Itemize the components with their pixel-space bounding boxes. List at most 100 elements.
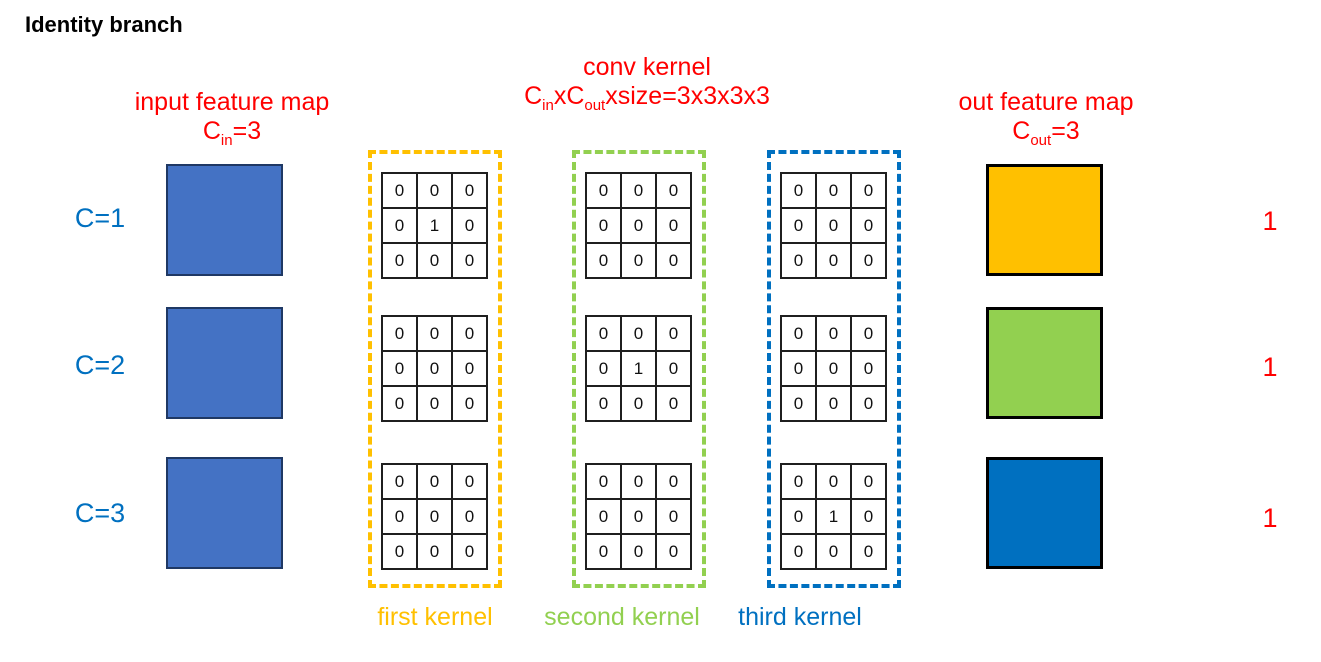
kernel-cell: 0 bbox=[852, 352, 887, 387]
kernel-cell: 0 bbox=[587, 209, 622, 244]
kernel-cell: 0 bbox=[817, 535, 852, 570]
channel-label-c3: C=3 bbox=[74, 498, 126, 528]
kernel-cell: 0 bbox=[622, 209, 657, 244]
kernel-cell: 0 bbox=[817, 352, 852, 387]
kernel-cell: 0 bbox=[587, 174, 622, 209]
kernel-cell: 1 bbox=[622, 352, 657, 387]
kernel-cell: 0 bbox=[622, 244, 657, 279]
out-header-line1: out feature map bbox=[958, 88, 1134, 116]
kernel-cell: 0 bbox=[587, 387, 622, 422]
kernel-cell: 0 bbox=[453, 209, 488, 244]
kernel-cell: 0 bbox=[622, 317, 657, 352]
kernel-cell: 0 bbox=[657, 174, 692, 209]
kernel-cell: 0 bbox=[852, 209, 887, 244]
kernel-cell: 0 bbox=[782, 500, 817, 535]
kernel-cell: 0 bbox=[383, 465, 418, 500]
kernel-cell: 0 bbox=[383, 387, 418, 422]
kernel-cell: 0 bbox=[418, 244, 453, 279]
second-kernel-label: second kernel bbox=[544, 603, 700, 631]
kernel-cell: 0 bbox=[657, 465, 692, 500]
kernel-cell: 0 bbox=[782, 174, 817, 209]
kernel-cell: 0 bbox=[782, 317, 817, 352]
input-feature-map-header: input feature map Cin=3 bbox=[122, 88, 342, 149]
input-feature-map-c2 bbox=[166, 307, 283, 419]
kernel-cell: 1 bbox=[817, 500, 852, 535]
kernel-cell: 1 bbox=[418, 209, 453, 244]
kernel-cell: 0 bbox=[587, 244, 622, 279]
kernel-cell: 0 bbox=[622, 174, 657, 209]
kernel-cell: 0 bbox=[852, 244, 887, 279]
result-value-c3: 1 bbox=[1262, 503, 1278, 533]
kernel-cell: 0 bbox=[383, 500, 418, 535]
kernel-cell: 0 bbox=[383, 317, 418, 352]
kernel-cell: 0 bbox=[418, 465, 453, 500]
kernel-cell: 0 bbox=[622, 465, 657, 500]
second-kernel-box bbox=[572, 150, 706, 588]
first-kernel-label: first kernel bbox=[377, 603, 493, 631]
kernel-cell: 0 bbox=[657, 500, 692, 535]
kernel-cell: 0 bbox=[587, 317, 622, 352]
kernel-cell: 0 bbox=[418, 500, 453, 535]
kernel-cell: 0 bbox=[782, 465, 817, 500]
out-feature-map-c3 bbox=[986, 457, 1103, 569]
kernel-cell: 0 bbox=[782, 387, 817, 422]
kernel-cell: 0 bbox=[657, 387, 692, 422]
kernel-cell: 0 bbox=[587, 465, 622, 500]
conv-kernel-header: conv kernel CinxCoutxsize=3x3x3x3 bbox=[497, 53, 797, 114]
kernel-cell: 0 bbox=[852, 500, 887, 535]
kernel-cell: 0 bbox=[418, 317, 453, 352]
kernel-cell: 0 bbox=[852, 535, 887, 570]
input-feature-map-c1 bbox=[166, 164, 283, 276]
channel-label-c1: C=1 bbox=[74, 203, 126, 233]
input-header-line1: input feature map bbox=[134, 88, 330, 116]
kernel-cell: 0 bbox=[657, 209, 692, 244]
kernel-cell: 0 bbox=[418, 387, 453, 422]
out-feature-map-c2 bbox=[986, 307, 1103, 419]
conv-header-line1: conv kernel bbox=[583, 53, 711, 81]
kernel-cell: 0 bbox=[817, 209, 852, 244]
kernel-cell: 0 bbox=[622, 535, 657, 570]
out-header-line2: Cout=3 bbox=[1012, 117, 1080, 149]
kernel-cell: 0 bbox=[657, 317, 692, 352]
kernel-cell: 0 bbox=[817, 387, 852, 422]
kernel-cell: 0 bbox=[383, 174, 418, 209]
kernel-cell: 0 bbox=[587, 535, 622, 570]
channel-label-c2: C=2 bbox=[74, 350, 126, 380]
kernel-cell: 0 bbox=[657, 352, 692, 387]
kernel-cell: 0 bbox=[418, 174, 453, 209]
kernel-cell: 0 bbox=[782, 535, 817, 570]
kernel-cell: 0 bbox=[852, 174, 887, 209]
kernel-cell: 0 bbox=[418, 535, 453, 570]
kernel-cell: 0 bbox=[622, 500, 657, 535]
third-kernel-box bbox=[767, 150, 901, 588]
input-feature-map-c3 bbox=[166, 457, 283, 569]
kernel-cell: 0 bbox=[453, 174, 488, 209]
out-feature-map-c1 bbox=[986, 164, 1103, 276]
kernel-cell: 0 bbox=[852, 465, 887, 500]
kernel-cell: 0 bbox=[817, 465, 852, 500]
kernel-cell: 0 bbox=[383, 209, 418, 244]
conv-header-line2: CinxCoutxsize=3x3x3x3 bbox=[524, 82, 770, 114]
result-value-c2: 1 bbox=[1262, 352, 1278, 382]
kernel-cell: 0 bbox=[587, 352, 622, 387]
kernel-cell: 0 bbox=[383, 244, 418, 279]
kernel-cell: 0 bbox=[782, 244, 817, 279]
kernel-cell: 0 bbox=[782, 352, 817, 387]
kernel-cell: 0 bbox=[453, 535, 488, 570]
input-header-line2: Cin=3 bbox=[202, 117, 262, 149]
kernel-cell: 0 bbox=[852, 317, 887, 352]
kernel-cell: 0 bbox=[453, 500, 488, 535]
kernel-cell: 0 bbox=[453, 465, 488, 500]
first-kernel-box bbox=[368, 150, 502, 588]
page-title: Identity branch bbox=[25, 12, 183, 37]
